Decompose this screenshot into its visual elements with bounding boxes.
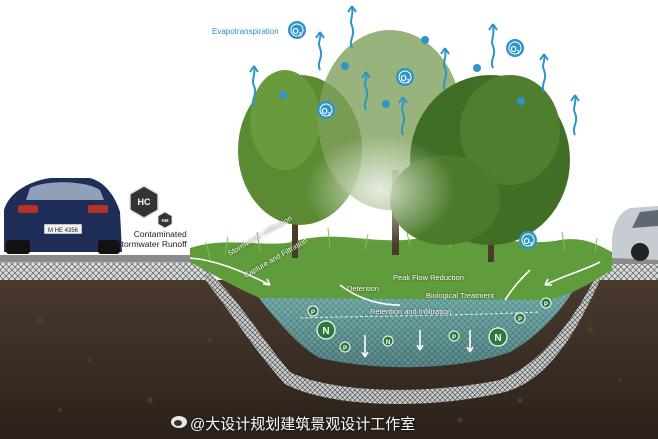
o2-label-2: O2 <box>400 74 409 85</box>
process-biological-treatment: Biological Treatment <box>426 291 494 300</box>
watermark-text: @大设计规划建筑景观设计工作室 <box>190 416 416 433</box>
n-label-2: N <box>494 333 501 344</box>
contaminated-runoff-label: Contaminated Stormwater Runoff <box>116 229 187 249</box>
hm-label: HM <box>162 218 169 223</box>
hc-label: HC <box>138 197 151 207</box>
road-gravel-left <box>0 262 210 280</box>
process-peak-flow-reduction: Peak Flow Reduction <box>393 273 464 282</box>
process-retention-infiltration: Retention and Infiltration <box>370 307 452 316</box>
o2-label-5: O2 <box>523 237 532 248</box>
hm-hexagon <box>157 211 173 229</box>
road-surface <box>0 255 205 262</box>
p-label-1: P <box>311 310 315 316</box>
evapotranspiration-label: Evapotranspiration <box>212 27 279 36</box>
nutrient-circles <box>307 297 552 353</box>
o2-label-4: O2 <box>510 45 519 56</box>
weibo-logo <box>171 416 187 428</box>
soil-texture <box>37 298 642 427</box>
oxygen-bubbles <box>279 21 537 249</box>
n-label-3: N <box>386 340 390 346</box>
runoff-flow-arrows <box>189 257 601 358</box>
car-right <box>612 206 658 261</box>
contaminated-runoff-line1: Contaminated <box>133 229 187 239</box>
contaminated-runoff-line2: Stormwater Runoff <box>116 239 187 249</box>
p-label-3: P <box>452 335 456 341</box>
o2-label-1: O2 <box>292 27 301 38</box>
p-label-4: P <box>518 317 522 323</box>
road-surface-right <box>600 258 658 264</box>
hc-hexagon <box>129 185 159 219</box>
o2-label-3: O2 <box>321 107 330 118</box>
trees <box>238 30 570 262</box>
car-left <box>4 178 122 254</box>
car-plate: M HE 4356 <box>48 228 79 234</box>
n-label-1: N <box>322 326 329 337</box>
p-label-2: P <box>343 346 347 352</box>
p-label-5: P <box>544 302 548 308</box>
evapotranspiration-arrows <box>249 5 580 136</box>
retention-line <box>299 311 541 319</box>
process-detention: Detention <box>347 284 380 293</box>
